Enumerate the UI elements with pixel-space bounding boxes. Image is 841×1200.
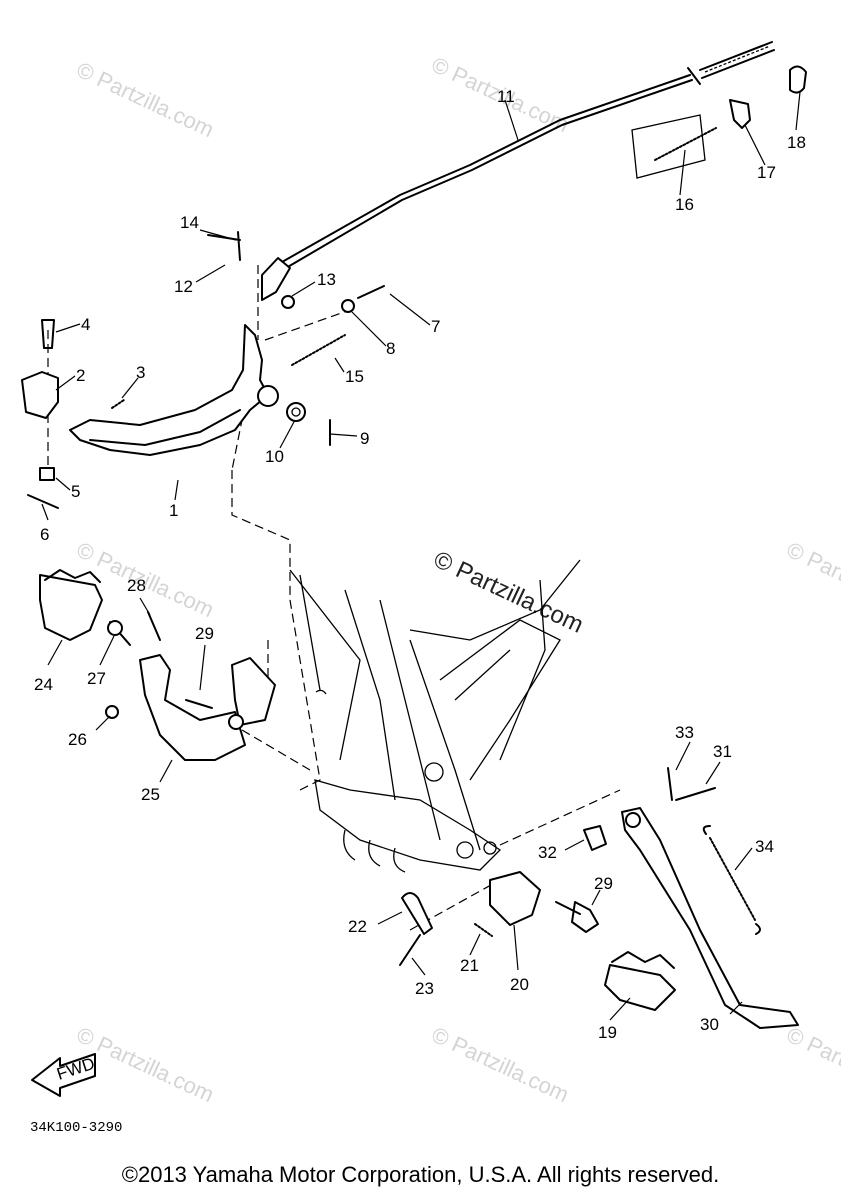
callout-5: 5	[71, 482, 80, 501]
diagram-code: 34K100-3290	[30, 1120, 123, 1136]
copyright-notice: ©2013 Yamaha Motor Corporation, U.S.A. A…	[121, 1162, 720, 1187]
side-stand	[621, 767, 799, 1029]
callout-8: 8	[386, 339, 395, 358]
callout-28: 28	[127, 576, 146, 595]
callout-32: 32	[538, 843, 557, 862]
leader-lines	[41, 91, 801, 1021]
callout-23: 23	[415, 979, 434, 998]
callout-15: 15	[345, 367, 364, 386]
callout-labels: 1 2 3 4 5 6 7 8 9 10 11 12 13 14 15 16 1…	[34, 87, 806, 1042]
callout-34: 34	[755, 837, 774, 856]
watermark: © Partzilla.com	[73, 57, 218, 142]
footrest-assembly-left	[39, 569, 276, 761]
callout-27: 27	[87, 669, 106, 688]
callout-20: 20	[510, 975, 529, 994]
watermark-center: © Partzilla.com	[429, 546, 587, 639]
callout-21: 21	[460, 956, 479, 975]
callout-1: 1	[169, 501, 178, 520]
fwd-arrow: FWD	[31, 1053, 97, 1097]
callout-4: 4	[81, 315, 90, 334]
callout-22: 22	[348, 917, 367, 936]
assembly-lines	[47, 114, 706, 931]
callout-33: 33	[675, 723, 694, 742]
part-11-cable	[281, 41, 775, 269]
callout-19: 19	[598, 1023, 617, 1042]
callout-29b: 29	[594, 874, 613, 893]
watermark: © Partzilla.com	[783, 537, 841, 622]
callout-14: 14	[180, 213, 199, 232]
callout-17: 17	[757, 163, 776, 182]
part-17-adjuster	[729, 99, 751, 129]
callout-10: 10	[265, 447, 284, 466]
watermark: © Partzilla.com	[783, 1022, 841, 1107]
callout-25: 25	[141, 785, 160, 804]
callout-11: 11	[497, 87, 515, 106]
callout-30: 30	[700, 1015, 719, 1034]
callout-16: 16	[675, 195, 694, 214]
brake-pedal-assembly	[21, 231, 385, 509]
part-18-wing-nut	[789, 65, 807, 94]
callout-2: 2	[76, 366, 85, 385]
callout-12: 12	[174, 277, 193, 296]
part-16-spring	[654, 127, 717, 161]
watermark: © Partzilla.com	[428, 1022, 573, 1107]
callout-29a: 29	[195, 624, 214, 643]
callout-9: 9	[360, 429, 369, 448]
callout-3: 3	[136, 363, 145, 382]
callout-6: 6	[40, 525, 49, 544]
callout-13: 13	[317, 270, 336, 289]
footrest-assembly-right	[399, 825, 676, 1011]
callout-26: 26	[68, 730, 87, 749]
frame	[231, 470, 581, 873]
callout-24: 24	[34, 675, 53, 694]
callout-7: 7	[431, 317, 440, 336]
callout-18: 18	[787, 133, 806, 152]
callout-31: 31	[713, 742, 732, 761]
